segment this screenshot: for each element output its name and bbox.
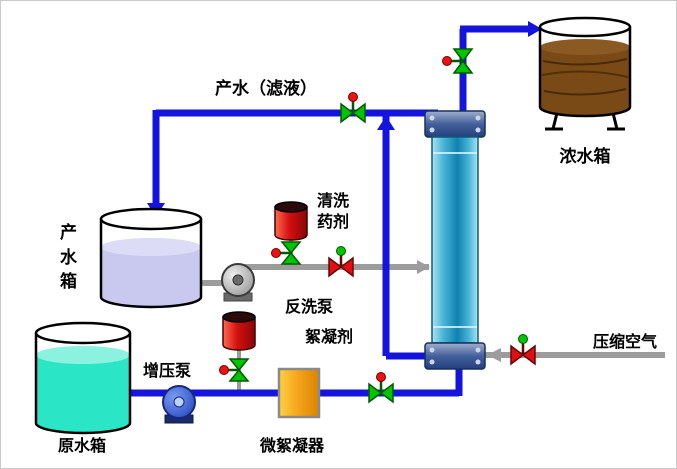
tank-leg-right	[607, 112, 625, 131]
tank-leg-left	[545, 112, 563, 131]
concentrate-tank	[538, 16, 632, 131]
backwash-valve	[328, 246, 354, 278]
product-line-valve	[340, 92, 366, 124]
backwash-pump-label: 反洗泵	[284, 299, 333, 316]
feed-valve	[368, 372, 394, 404]
product-water-tank	[99, 207, 203, 309]
cleaning-agent-valve	[271, 241, 302, 265]
cleaning-agent-label: 清洗药剂	[316, 193, 349, 231]
raw-water-tank	[34, 321, 132, 435]
micro-flocculator	[277, 367, 321, 419]
product-tank-label: 产水箱	[60, 223, 77, 292]
flocculant-label: 絮凝剂	[304, 329, 353, 346]
membrane-module	[424, 110, 486, 370]
raw-tank-label: 原水箱	[57, 438, 106, 455]
arrow-backwash-into-module	[417, 260, 430, 274]
flocculant-valve	[219, 358, 250, 382]
compressed-air-label: 压缩空气	[592, 334, 657, 351]
booster-pump-label: 增压泵	[142, 363, 191, 380]
compressed-air-valve	[510, 334, 536, 366]
cleaning-agent-canister	[274, 201, 308, 241]
concentrate-tank-label: 浓水箱	[559, 147, 611, 166]
backwash-pump	[221, 263, 255, 302]
arrow-into-concentrate-tank	[528, 21, 542, 37]
arrow-air-into-module	[487, 348, 501, 362]
concentrate-valve	[442, 48, 474, 74]
flocculator-label: 微絮凝器	[259, 438, 324, 455]
flocculant-canister	[222, 311, 256, 351]
product-line-label: 产水（滤液）	[215, 79, 317, 98]
booster-pump	[162, 385, 196, 424]
arrow-up-junction	[377, 116, 395, 130]
